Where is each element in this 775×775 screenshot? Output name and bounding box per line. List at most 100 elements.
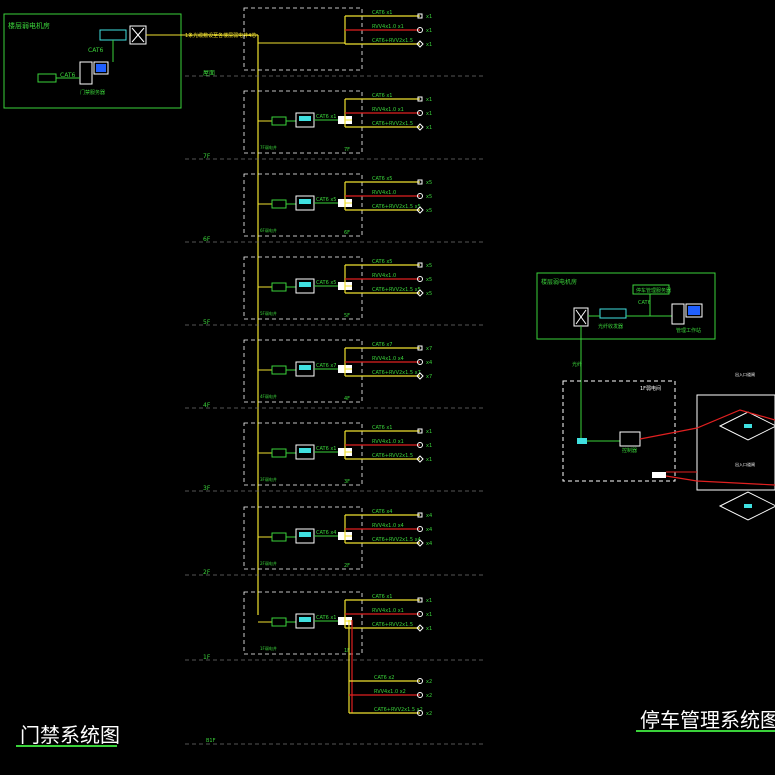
floor-label: 3F — [203, 485, 211, 492]
parking-switch-box — [599, 308, 627, 319]
cable-label: CAT6+RVV2x1.5 x5 — [372, 204, 421, 210]
floor-label: 5F — [203, 319, 211, 326]
lock-icon — [417, 442, 423, 448]
server-label: 门禁服务器 — [80, 89, 105, 96]
panel-label: 6F弱电井 — [260, 227, 277, 233]
cable-label: RVV4x1.0 — [372, 190, 396, 196]
device-count: x5 — [426, 277, 432, 283]
parking-terminal — [652, 472, 666, 478]
cable-label: RVV4x1.0 x4 — [372, 523, 404, 529]
link-label: CAT6 x5 — [316, 197, 337, 203]
parking-system-title: 停车管理系统图 — [640, 708, 775, 732]
button-icon — [416, 40, 424, 48]
panel-label: 2F弱电井 — [260, 560, 277, 566]
device-count: x2 — [426, 711, 432, 717]
floor-frame — [243, 256, 363, 320]
floor-frame — [243, 591, 363, 655]
device-count: x1 — [426, 612, 432, 618]
cable-label: CAT6 x5 — [372, 259, 393, 265]
button-icon — [416, 539, 424, 547]
reader-icon — [417, 512, 423, 518]
device-count: x1 — [426, 429, 432, 435]
monitor-icon — [93, 61, 109, 75]
fiber-box — [271, 448, 287, 458]
cable-label: RVV4x1.0 x1 — [372, 107, 404, 113]
floor-label: 6F — [203, 236, 211, 243]
cable-label: CAT6 x4 — [372, 509, 393, 515]
parking-io-box — [577, 438, 587, 444]
button-icon — [416, 372, 424, 380]
gate-zone-frame — [696, 394, 775, 491]
floor-label: 7F — [203, 153, 211, 160]
cable-label: CAT6 x1 — [372, 93, 393, 99]
floor-label: 2F — [203, 569, 211, 576]
parking-controller-icon — [619, 431, 641, 447]
gate-device-1 — [718, 411, 775, 441]
button-icon — [416, 123, 424, 131]
device-count: x5 — [426, 180, 432, 186]
lock-icon — [417, 611, 423, 617]
link-label: CAT6 x5 — [316, 280, 337, 286]
link-label: CAT6 x4 — [316, 530, 337, 536]
parking-cat6-label: CAT6 — [638, 300, 651, 306]
cable-label: RVV4x1.0 x4 — [372, 356, 404, 362]
basement-label: B1F — [206, 738, 216, 744]
cable-label: RVV4x1.0 x1 — [372, 24, 404, 30]
floor-frame — [243, 7, 363, 71]
control-room-cat6-left: CAT6 — [60, 72, 75, 79]
reader-icon — [417, 262, 423, 268]
lock-icon — [417, 359, 423, 365]
cable-label: CAT6 x1 — [372, 425, 393, 431]
device-count: x2 — [426, 693, 432, 699]
parking-controller-label: 控制器 — [622, 447, 637, 454]
floor-panel-label: 5F — [344, 313, 350, 319]
device-count: x1 — [426, 626, 432, 632]
cable-label: CAT6 x7 — [372, 342, 393, 348]
reader-icon — [417, 179, 423, 185]
button-icon — [416, 624, 424, 632]
device-count: x7 — [426, 346, 432, 352]
cable-label: CAT6+RVV2x1.5 — [372, 453, 413, 459]
panel-label: 3F弱电井 — [260, 476, 277, 482]
floor-frame — [243, 506, 363, 570]
device-icon — [417, 710, 423, 716]
parking-monitor-icon — [685, 303, 703, 318]
floor-panel-label: 3F — [344, 479, 350, 485]
lock-icon — [417, 27, 423, 33]
cable-label: RVV4x1.0 — [372, 273, 396, 279]
parking-gate-area: 出入口道闸 出入口道闸 — [639, 371, 775, 521]
floor-panel-label: 7F — [344, 147, 350, 153]
parking-server-icon — [671, 303, 685, 325]
panel-label: 1F弱电井 — [260, 645, 277, 651]
floor-label: 屋面 — [203, 70, 215, 77]
parking-room-title: 楼层弱电机房 — [541, 278, 577, 286]
button-icon — [416, 206, 424, 214]
fiber-box — [271, 532, 287, 542]
floor-label: 1F — [203, 654, 211, 661]
riser-label: 1条光缆敷设至各楼层弱电井4芯 — [185, 32, 256, 39]
cable-label: CAT6+RVV2x1.5 — [372, 622, 413, 628]
parking-control-room: 楼层弱电机房 停车管理服务器 CAT6 光纤收发器 管理工作站 — [536, 272, 716, 340]
floor-frame — [243, 339, 363, 403]
parking-pc-label: 管理工作站 — [676, 327, 701, 334]
gate-power-line-2 — [665, 475, 775, 486]
lock-icon — [417, 193, 423, 199]
floor-panel-label: 1F — [344, 648, 350, 654]
device-count: x1 — [426, 42, 432, 48]
panel-label: 7F弱电井 — [260, 144, 277, 150]
lock-icon — [417, 110, 423, 116]
parking-room-dashed — [562, 380, 676, 482]
floor-panel-label: 4F — [344, 396, 350, 402]
cable-label: CAT6 x1 — [372, 594, 393, 600]
cable-label: CAT6 x2 — [374, 675, 395, 681]
cable-label: CAT6+RVV2x1.5 x2 — [374, 707, 423, 713]
floor-panel-label: 2F — [344, 563, 350, 569]
link-label: CAT6 x7 — [316, 363, 337, 369]
